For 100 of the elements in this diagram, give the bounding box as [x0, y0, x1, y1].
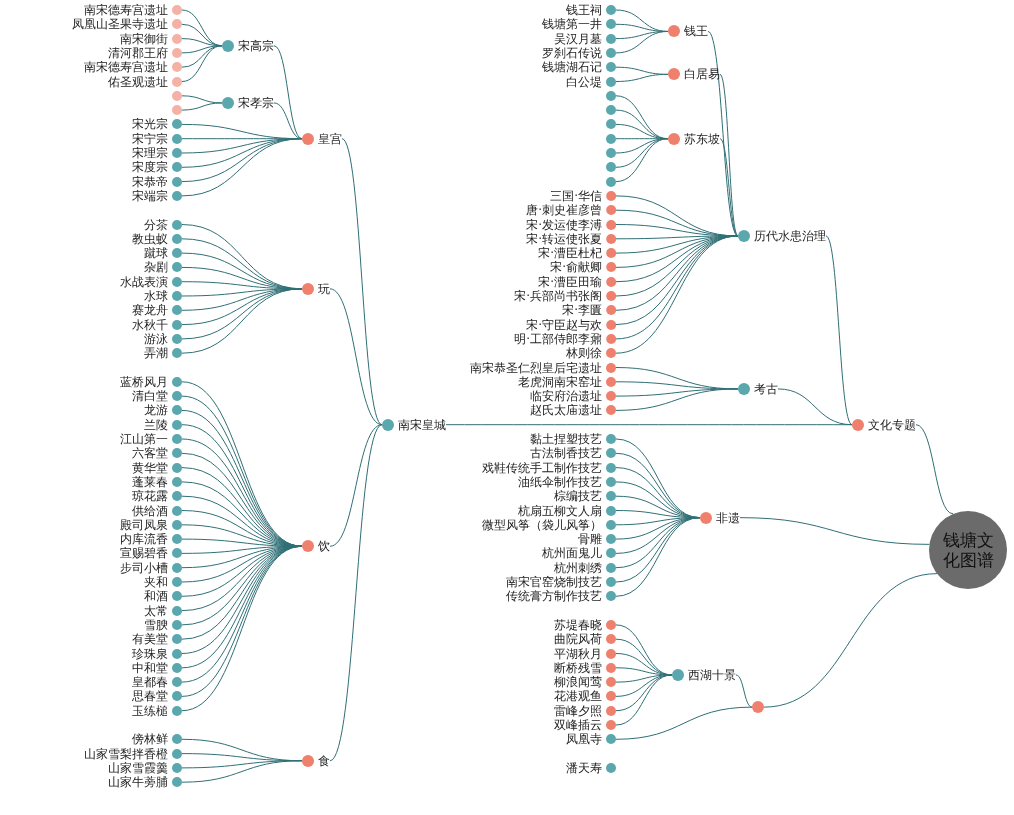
connector-line: [181, 288, 303, 354]
node-label: 宋光宗: [132, 117, 168, 132]
node-label: 南宋皇城: [398, 417, 446, 432]
connector-line: [329, 424, 383, 762]
node-label: 凤凰寺: [566, 732, 602, 747]
node-label: 三国·华信: [550, 188, 602, 203]
connector-line: [273, 45, 303, 140]
node-label: 琼花露: [132, 489, 168, 504]
node-label: 佑圣观遗址: [108, 74, 168, 89]
node-label: 傍林鲜: [132, 732, 168, 747]
node-label: 和酒: [144, 589, 168, 604]
connector-line: [915, 424, 954, 515]
connector-line: [329, 288, 383, 426]
node-label: 玉练槌: [132, 703, 168, 718]
node-label: 清河郡王府: [108, 45, 168, 60]
node-label: 考古: [754, 381, 778, 396]
node-label: 宋·兵部尚书张阁: [514, 289, 602, 303]
root-circle: 钱塘文化图谱: [929, 510, 1007, 589]
node-label: 清白堂: [132, 389, 168, 404]
connector-line: [615, 138, 669, 183]
connector-line: [615, 517, 701, 597]
connector-line: [615, 674, 673, 712]
node-label: 食: [318, 753, 330, 768]
connector-line: [329, 424, 383, 547]
node-label: 赛龙舟: [132, 303, 168, 318]
node-label: 宋·李匱: [562, 303, 602, 318]
node-label: 微型风筝（袋儿风筝）: [482, 517, 602, 532]
connector-line: [735, 674, 753, 708]
node-label: 黏土捏塑技艺: [530, 432, 602, 446]
node-label: 宋高宗: [238, 38, 274, 53]
node-label: 明·工部侍郎李鼐: [514, 331, 602, 346]
node-label: 平湖秋月: [554, 646, 602, 661]
node-label: 水战表演: [120, 274, 168, 289]
node-label: 赵氏太庙遗址: [530, 403, 602, 418]
node-label: 杭州面鬼儿: [542, 546, 602, 561]
node-label: 宋·漕臣杜杞: [538, 246, 602, 261]
connector-line: [615, 388, 739, 411]
node-label: 皇宫: [318, 131, 342, 146]
connector-line: [777, 388, 853, 426]
node-label: 皇都春: [132, 675, 168, 690]
node-label: 蓝桥风月: [120, 374, 168, 389]
node-label: 临安府治遗址: [530, 389, 602, 404]
connector-line: [825, 235, 853, 426]
node-label: 白公堤: [566, 74, 602, 89]
node-label: 珍珠泉: [132, 646, 168, 661]
node-label: 山家牛蒡脯: [108, 775, 168, 790]
node-label: 蓬莱春: [132, 474, 168, 489]
node-label: 钱王祠: [566, 3, 602, 17]
node-label: 宋端宗: [132, 188, 168, 203]
connector-line: [615, 73, 669, 82]
node-label: 杭扇五柳文人扇: [518, 503, 602, 518]
node-label: 骨雕: [578, 532, 602, 547]
node-label: 饮: [318, 539, 330, 554]
node-label: 殿司凤泉: [120, 517, 168, 532]
connector-line: [181, 95, 223, 104]
node-label: 钱王: [684, 24, 708, 39]
node-label: 杭州刺绣: [554, 560, 602, 575]
node-label: 有美堂: [132, 632, 168, 647]
node-label: 太常: [144, 603, 168, 618]
node-label: 供给酒: [132, 503, 168, 518]
connector-line: [707, 30, 739, 237]
node-label: 宋度宗: [132, 160, 168, 175]
node-label: 兰陵: [144, 417, 168, 432]
node-label: 唐·刺史崔彦曾: [526, 203, 602, 218]
node-label: 钱塘湖石记: [542, 60, 602, 75]
node-label: 山家雪梨拌香橙: [84, 746, 168, 761]
node-label: 古法制香技艺: [530, 446, 602, 461]
node-label: 雪腴: [144, 617, 168, 632]
node-label: 雷峰夕照: [554, 703, 602, 718]
node-label: 思春堂: [132, 689, 168, 704]
node-label: 吴汉月墓: [554, 31, 602, 46]
node-label: 宋恭帝: [132, 174, 168, 189]
node-label: 宋·守臣赵与欢: [526, 317, 602, 332]
node-label: 江山第一: [120, 432, 168, 446]
node-label: 宋·发运使李溥: [526, 217, 602, 232]
node-label: 凤凰山圣果寺遗址: [72, 17, 168, 32]
connector-line: [615, 706, 753, 740]
node-label: 非遗: [716, 510, 740, 525]
node-label: 老虎洞南宋窑址: [518, 374, 602, 389]
node-label: 白居易: [684, 67, 720, 82]
node-label: 南宋恭圣仁烈皇后宅遗址: [470, 360, 602, 375]
node-label: 中和堂: [132, 660, 168, 675]
connector-line: [181, 760, 303, 783]
node-label: 西湖十景: [688, 667, 736, 682]
node-label: 潘天寿: [566, 760, 602, 775]
node-label: 杂剧: [144, 260, 168, 275]
node-label: 夹和: [144, 575, 168, 589]
node-label: 内库流香: [120, 532, 168, 547]
node-label: 南宋官窑烧制技艺: [506, 575, 602, 589]
node-label: 花港观鱼: [554, 689, 602, 704]
node-label: 文化专题: [868, 417, 916, 432]
connector-line: [181, 102, 223, 111]
node-label: 林则徐: [566, 346, 602, 361]
node-label: 苏东坡: [684, 131, 720, 146]
node-label: 水球: [144, 289, 168, 303]
connector-line: [615, 30, 669, 54]
node-label: 双峰插云: [554, 718, 602, 732]
node-label: 游泳: [144, 331, 168, 346]
node-label: 传统膏方制作技艺: [506, 589, 602, 604]
node-label: 六客堂: [132, 446, 168, 461]
